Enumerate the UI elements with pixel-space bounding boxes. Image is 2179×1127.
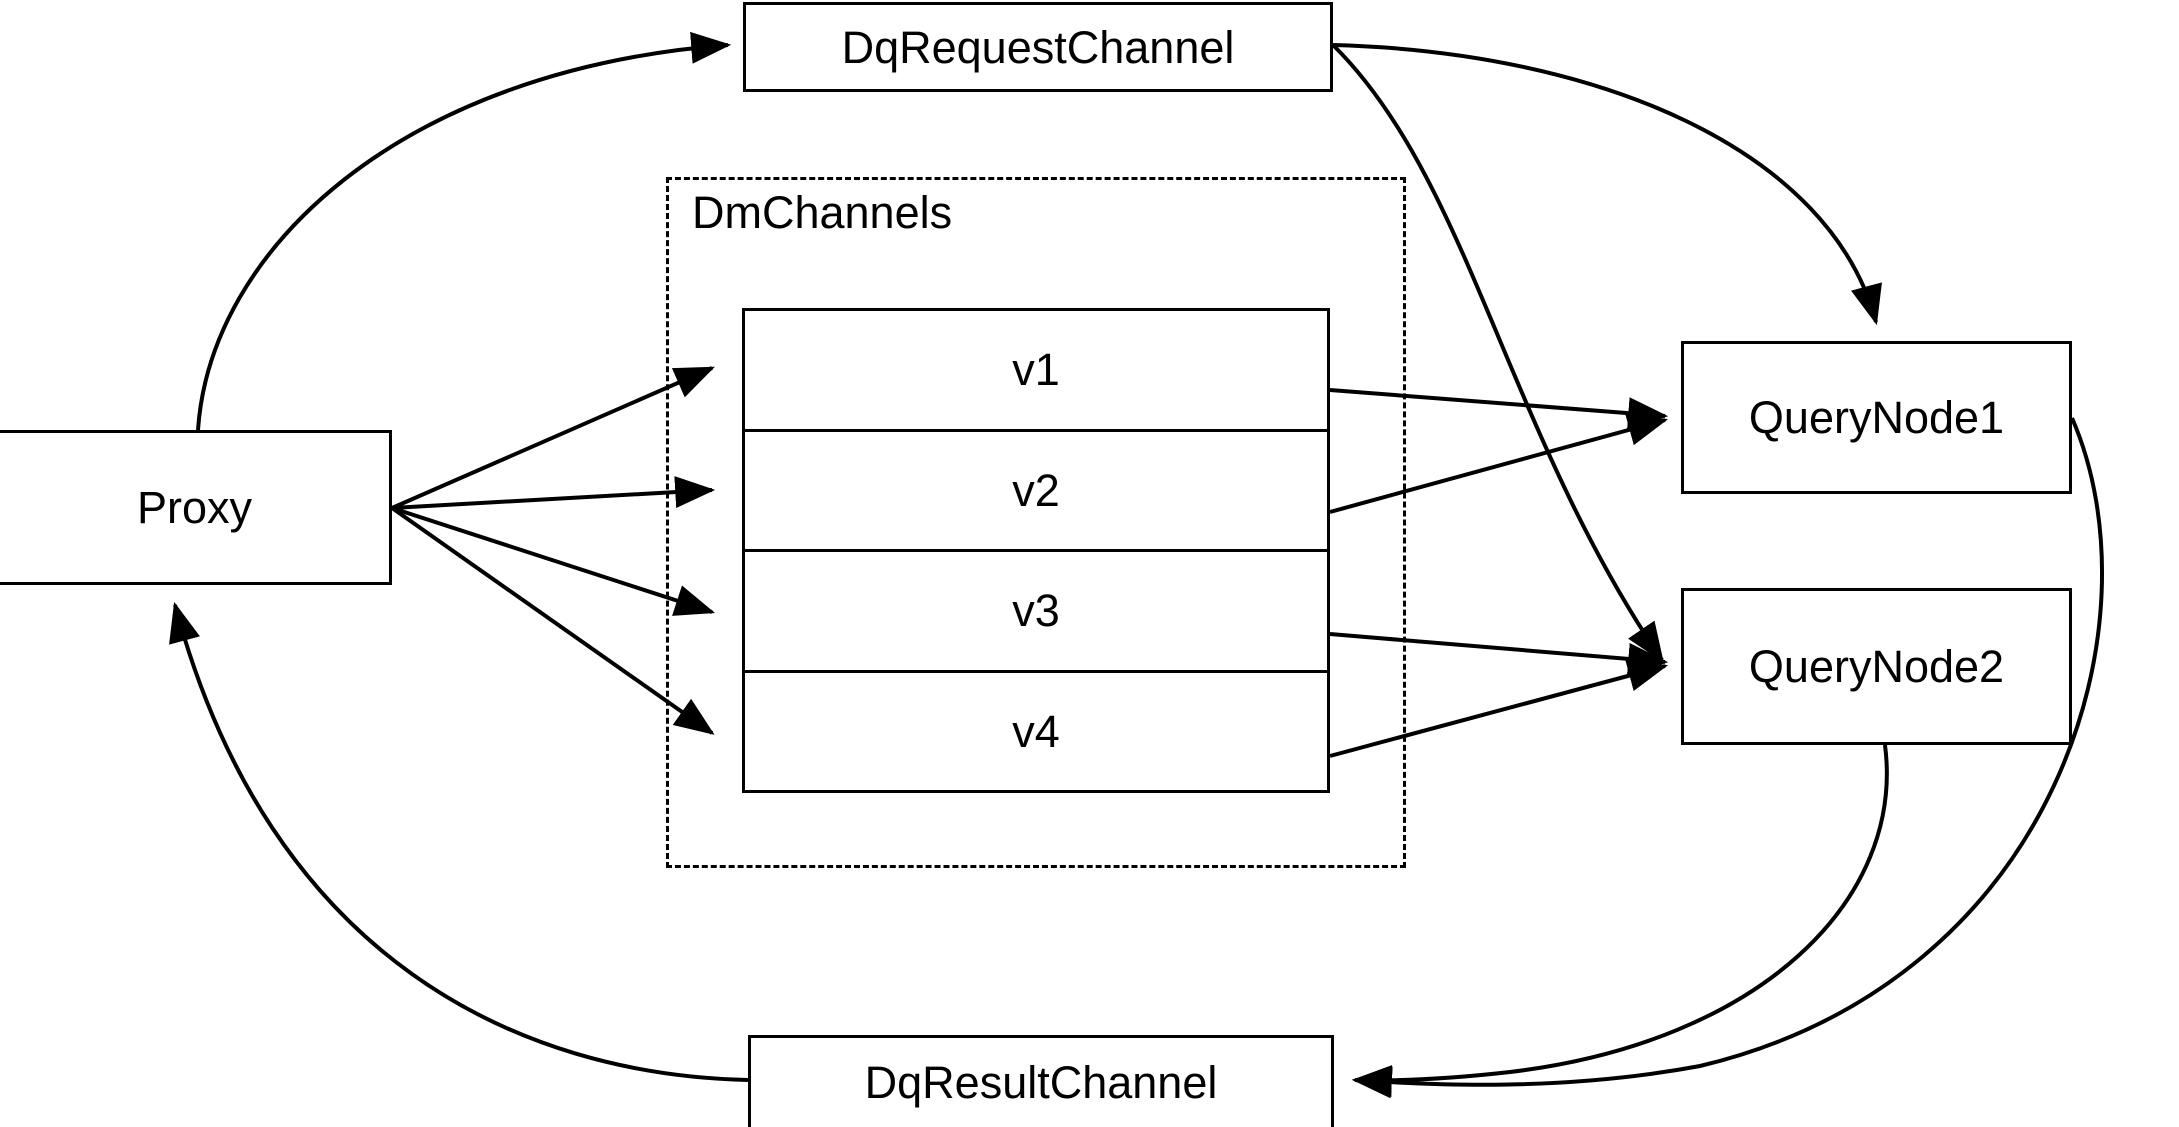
dmchannels-group-label: DmChannels	[692, 187, 953, 238]
channel-row-v4[interactable]: v4	[745, 672, 1327, 790]
edge-dqrequestchannel-to-querynode2	[1331, 43, 1664, 663]
edge-dqrequestchannel-to-querynode1	[1332, 43, 1882, 326]
node-proxy-label: Proxy	[136, 482, 253, 533]
edge-v1-to-querynode1	[1329, 388, 1669, 430]
edge-proxy-to-dqrequestchannel	[196, 31, 732, 431]
node-querynode1-label: QueryNode1	[1748, 392, 2005, 443]
dmchannels-group	[666, 177, 1406, 868]
channel-row-label: v2	[1012, 464, 1060, 516]
edge-v3-to-querynode2	[1329, 632, 1669, 675]
channel-row-label: v3	[1012, 585, 1060, 637]
node-dqrequestchannel[interactable]: DqRequestChannel	[743, 2, 1333, 92]
node-querynode2-label: QueryNode2	[1748, 641, 2005, 692]
edge-v4-to-querynode2	[1329, 660, 1669, 758]
node-dqresultchannel-label: DqResultChannel	[864, 1057, 1218, 1108]
edge-v2-to-querynode1	[1329, 414, 1669, 514]
node-querynode1[interactable]: QueryNode1	[1681, 341, 2072, 494]
edge-querynode2-to-dqresultchannel	[1351, 744, 1889, 1098]
channel-row-label: v1	[1012, 344, 1060, 396]
edge-proxy-to-v3	[391, 506, 716, 616]
node-querynode2[interactable]: QueryNode2	[1681, 588, 2072, 745]
edge-querynode1-to-dqresultchannel	[1351, 417, 2105, 1099]
node-proxy[interactable]: Proxy	[0, 430, 392, 585]
edge-proxy-to-v1	[391, 366, 715, 510]
channel-row-label: v4	[1012, 705, 1060, 757]
channel-row-v2[interactable]: v2	[745, 431, 1327, 552]
edge-proxy-to-v4	[390, 506, 715, 735]
channel-row-v1[interactable]: v1	[745, 311, 1327, 432]
dmchannels-stack: v1 v2 v3 v4	[742, 308, 1330, 793]
node-dqresultchannel[interactable]: DqResultChannel	[748, 1035, 1334, 1127]
channel-row-v3[interactable]: v3	[745, 552, 1327, 673]
edge-proxy-to-v2	[391, 476, 716, 510]
edge-dqresultchannel-to-proxy	[169, 601, 749, 1082]
node-dqrequestchannel-label: DqRequestChannel	[841, 21, 1235, 73]
